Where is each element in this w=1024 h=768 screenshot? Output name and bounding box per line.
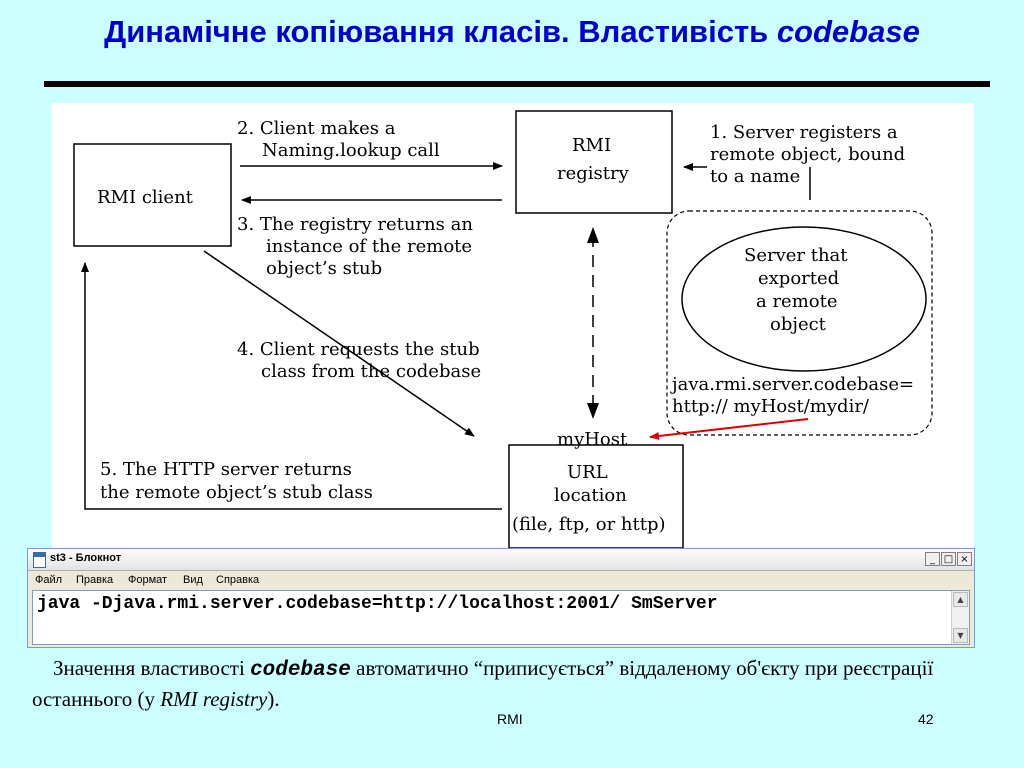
menu-format[interactable]: Формат — [128, 574, 168, 586]
codebase-label-2: http:// myHost/mydir/ — [672, 396, 870, 417]
server-region — [666, 210, 933, 436]
page-number: 42 — [918, 711, 934, 727]
step2-text-1: 2. Client makes a — [237, 118, 396, 139]
step5-text-2: the remote object’s stub class — [100, 482, 373, 503]
close-button[interactable]: × — [957, 552, 972, 566]
codebase-label-1: java.rmi.server.codebase= — [670, 374, 914, 395]
codebase-highlight-arrow — [649, 418, 809, 440]
step1-text-2: remote object, bound — [710, 144, 905, 165]
step2-text-2: Naming.lookup call — [262, 140, 440, 161]
footer-label: RMI — [497, 711, 523, 727]
server-label-2: exported — [758, 268, 839, 289]
step5-text-1: 5. The HTTP server returns — [100, 459, 352, 480]
caption-part2: автоматично “приписується” віддаленому о… — [32, 656, 934, 711]
menu-edit[interactable]: Правка — [76, 574, 114, 586]
step5-arrow — [81, 262, 502, 510]
caption-part1: Значення властивості — [53, 656, 251, 680]
url-location-box — [508, 444, 684, 548]
rmi-client-label: RMI client — [97, 187, 194, 208]
notepad-content[interactable]: java -Djava.rmi.server.codebase=http://l… — [37, 594, 718, 614]
server-label-1: Server that — [744, 245, 848, 266]
menu-view[interactable]: Вид — [183, 574, 203, 586]
step4-text-2: class from the codebase — [261, 361, 481, 382]
step3-text-2: instance of the remote — [266, 236, 472, 257]
rmi-registry-label-2: registry — [557, 163, 630, 184]
rmi-registry-box — [515, 110, 673, 214]
caption-italic: RMI registry — [160, 687, 268, 711]
notepad-title: st3 - Блокнот — [50, 552, 122, 564]
slide-title-italic: codebase — [776, 14, 920, 49]
url-label-3: (file, ftp, or http) — [512, 514, 666, 535]
diagram-svg: RMI client RMI registry 2. Client makes … — [73, 110, 933, 548]
server-ellipse — [681, 226, 927, 372]
title-divider — [44, 81, 990, 87]
dashed-arrow-down — [587, 403, 599, 419]
menu-file[interactable]: Файл — [35, 574, 63, 586]
notepad-app-icon[interactable] — [33, 552, 46, 568]
server-label-4: object — [770, 314, 827, 335]
caption-code: codebase — [250, 659, 351, 682]
caption-part3: ). — [267, 687, 280, 711]
rmi-diagram: RMI client RMI registry 2. Client makes … — [52, 103, 974, 548]
slide-title: Динамічне копіювання класів. Властивість… — [0, 14, 1024, 50]
notepad-editor[interactable]: java -Djava.rmi.server.codebase=http://l… — [32, 590, 970, 645]
scroll-down-arrow-icon[interactable]: ▼ — [953, 628, 968, 643]
dashed-arrow-up — [587, 227, 599, 243]
step3-text-3: object’s stub — [266, 258, 382, 279]
vertical-scrollbar[interactable]: ▲ ▼ — [951, 591, 969, 644]
step4-arrow — [203, 250, 475, 437]
step1-text-3: to a name — [710, 166, 800, 187]
rmi-client-box — [73, 143, 232, 247]
step1-text-1: 1. Server registers a — [710, 122, 898, 143]
notepad-menubar: Файл Правка Формат Вид Справка — [28, 571, 974, 589]
slide-title-text: Динамічне копіювання класів. Властивість — [104, 14, 777, 49]
minimize-button[interactable]: _ — [925, 552, 940, 566]
scroll-up-arrow-icon[interactable]: ▲ — [953, 592, 968, 607]
notepad-window[interactable]: st3 - Блокнот _ □ × Файл Правка Формат В… — [27, 548, 975, 648]
menu-help[interactable]: Справка — [216, 574, 260, 586]
server-label-3: a remote — [756, 291, 838, 312]
maximize-button[interactable]: □ — [941, 552, 956, 566]
step3-text-1: 3. The registry returns an — [237, 214, 473, 235]
slide-caption: Значення властивості codebase автоматичн… — [32, 654, 992, 713]
notepad-titlebar[interactable]: st3 - Блокнот _ □ × — [28, 549, 974, 571]
url-label-2: location — [554, 485, 627, 506]
myhost-label: myHost — [557, 429, 628, 450]
url-label-1: URL — [567, 462, 608, 483]
step4-text-1: 4. Client requests the stub — [237, 339, 480, 360]
rmi-registry-label-1: RMI — [572, 135, 611, 156]
